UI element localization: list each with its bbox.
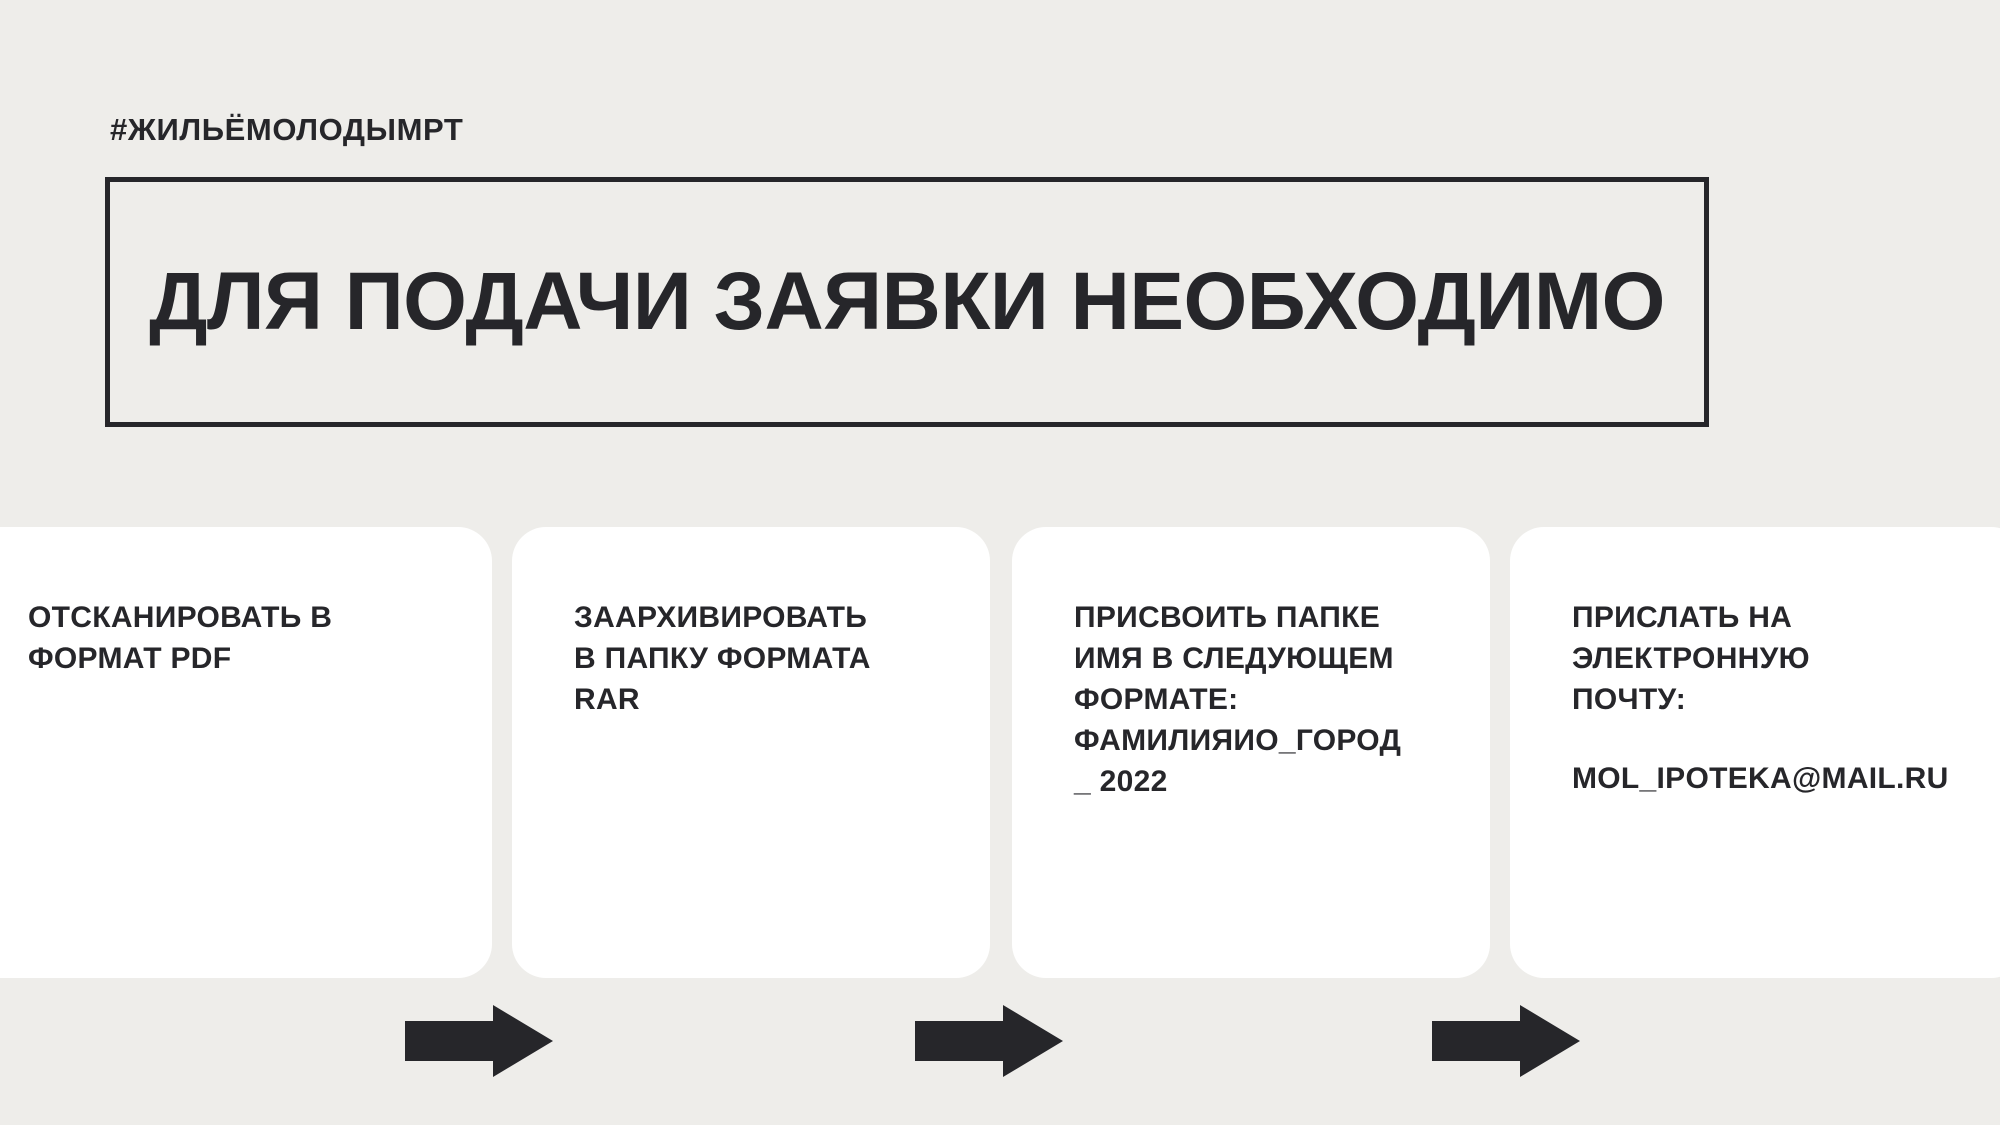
step-card-1: ОТСКАНИРОВАТЬ В ФОРМАТ PDF [0, 527, 492, 978]
step-card-4-text: ПРИСЛАТЬ НА ЭЛЕКТРОННУЮ ПОЧТУ: [1572, 601, 1810, 717]
step-card-4: ПРИСЛАТЬ НА ЭЛЕКТРОННУЮ ПОЧТУ: MOL_IPOTE… [1510, 527, 2000, 978]
step-card-1-text: ОТСКАНИРОВАТЬ В ФОРМАТ PDF [28, 601, 333, 676]
hashtag-label: #ЖИЛЬЁМОЛОДЫМРТ [110, 112, 464, 147]
arrow-right-icon [915, 1005, 1063, 1077]
title-frame: ДЛЯ ПОДАЧИ ЗАЯВКИ НЕОБХОДИМО [105, 177, 1709, 427]
steps-row: ОТСКАНИРОВАТЬ В ФОРМАТ PDF ЗААРХИВИРОВАТ… [0, 527, 2000, 978]
page-title: ДЛЯ ПОДАЧИ ЗАЯВКИ НЕОБХОДИМО [149, 256, 1665, 347]
step-card-2-text: ЗААРХИВИРОВАТЬ В ПАПКУ ФОРМАТА RAR [574, 601, 871, 717]
step-card-3-text: ПРИСВОИТЬ ПАПКЕ ИМЯ В СЛЕДУЮЩЕМ ФОРМАТЕ:… [1074, 601, 1402, 799]
arrow-right-icon [1432, 1005, 1580, 1077]
email-address[interactable]: MOL_IPOTEKA@MAIL.RU [1572, 762, 1949, 796]
arrow-right-icon [405, 1005, 553, 1077]
step-card-3: ПРИСВОИТЬ ПАПКЕ ИМЯ В СЛЕДУЮЩЕМ ФОРМАТЕ:… [1012, 527, 1490, 978]
step-card-2: ЗААРХИВИРОВАТЬ В ПАПКУ ФОРМАТА RAR [512, 527, 990, 978]
